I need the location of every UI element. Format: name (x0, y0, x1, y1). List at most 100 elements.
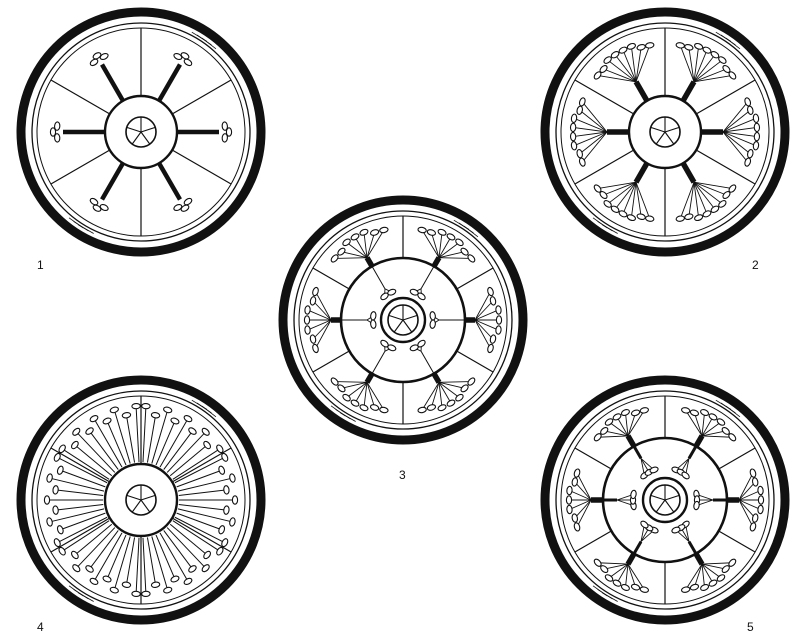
radial-fiber (57, 517, 107, 542)
branch (636, 182, 641, 216)
branch (598, 75, 636, 81)
bulb (218, 525, 226, 535)
bulb (566, 505, 572, 514)
panel-2-diagram (545, 12, 785, 252)
bulb (370, 404, 380, 412)
bulb (621, 408, 631, 416)
branch (431, 233, 439, 258)
bulb (337, 384, 347, 393)
bulb (437, 404, 447, 412)
bulb (627, 42, 637, 50)
branch (694, 182, 732, 188)
bulb (226, 128, 231, 136)
branch (723, 102, 748, 132)
bulb (102, 575, 112, 583)
branch (439, 258, 471, 259)
stalk (159, 163, 180, 199)
branch (739, 491, 761, 500)
bulb (747, 149, 754, 158)
bulb (89, 414, 99, 423)
stalk (636, 82, 647, 101)
sector-divider (719, 448, 755, 469)
bulb (455, 238, 465, 247)
bulb (576, 106, 583, 115)
bulb (142, 591, 151, 597)
branch (636, 47, 641, 81)
bulb (183, 577, 193, 586)
bulb (747, 106, 754, 115)
bulb (728, 71, 737, 81)
bulb (132, 591, 141, 597)
bulb (56, 465, 64, 475)
bulb (370, 229, 380, 237)
radial-fiber (175, 517, 225, 542)
radial-fiber (143, 406, 146, 462)
bulb (460, 384, 470, 393)
bulb (749, 468, 756, 478)
branch (431, 382, 439, 407)
stalk (159, 64, 180, 100)
sector-divider (696, 80, 755, 114)
branch (636, 182, 650, 218)
bulb (573, 468, 580, 478)
branch (335, 258, 367, 259)
bulb (604, 573, 614, 582)
bulb (183, 414, 193, 423)
branch (680, 182, 694, 218)
bulb (627, 214, 637, 222)
bulb (566, 486, 572, 495)
bulb (437, 228, 447, 236)
sector-divider (313, 268, 349, 289)
bulb (573, 522, 580, 532)
sector-divider (457, 351, 493, 372)
panel-1-label: 1 (37, 259, 44, 271)
bulb (379, 407, 388, 414)
panel-4-label: 4 (37, 621, 44, 633)
bulb (142, 403, 151, 409)
sector-divider (313, 351, 349, 372)
bulb (305, 326, 311, 335)
bulb (221, 452, 229, 462)
bulb (427, 229, 437, 237)
branch (475, 310, 498, 320)
bulb (496, 316, 501, 324)
bulb (221, 538, 229, 548)
bulb (151, 412, 160, 419)
bulb (603, 199, 613, 208)
bulb (188, 564, 198, 573)
bulb (215, 546, 224, 556)
panel-4-diagram (21, 380, 261, 620)
sector-divider (51, 150, 110, 184)
bulb (202, 440, 211, 450)
bulb (717, 55, 727, 64)
sector-divider (696, 150, 755, 184)
bulb (89, 577, 99, 586)
sector-divider (575, 448, 611, 469)
bulb (70, 440, 79, 450)
bulb (359, 404, 369, 412)
branch (367, 233, 375, 258)
bulb (427, 404, 437, 412)
bulb (636, 44, 645, 51)
bulb (571, 114, 577, 123)
sector-divider (172, 518, 231, 552)
bulb (618, 46, 628, 54)
stalk (102, 163, 123, 199)
bulb (631, 583, 641, 591)
branch (702, 436, 732, 437)
bulb (758, 505, 764, 514)
branch (598, 563, 628, 564)
branch (308, 310, 331, 320)
bulb (56, 525, 64, 535)
bulb (676, 215, 685, 222)
bulb (53, 538, 61, 548)
bulb (350, 233, 360, 242)
bulb (122, 412, 131, 419)
branch (689, 182, 694, 216)
bulb (758, 496, 763, 504)
bulb (684, 213, 693, 220)
panel-1-diagram (21, 12, 261, 252)
radial-fiber (56, 504, 104, 510)
bulb (612, 413, 622, 422)
